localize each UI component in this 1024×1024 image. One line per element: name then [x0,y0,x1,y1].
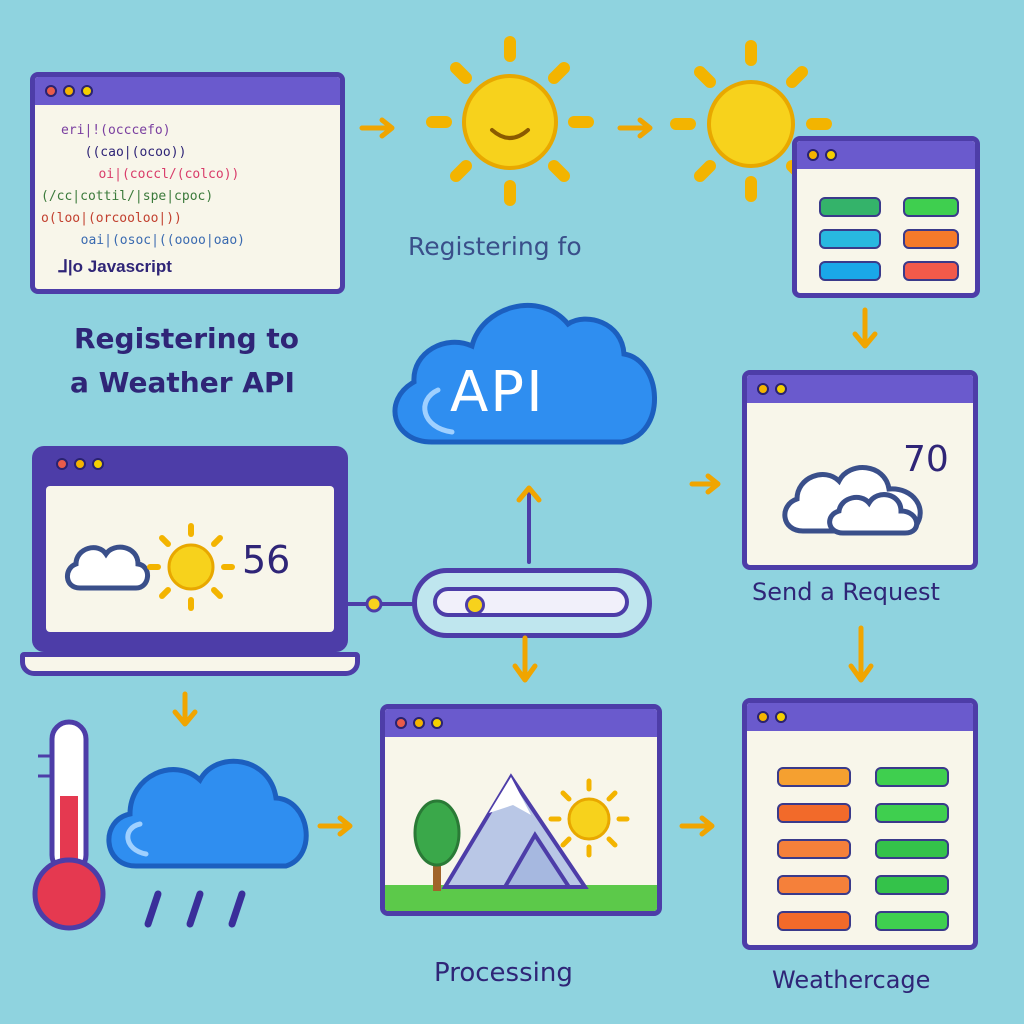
code-line-6: oai|(osoc|((oooo|oao) [65,233,246,248]
arrow-right [317,815,353,837]
close-dot[interactable] [56,458,68,470]
arrow-down [848,625,874,683]
laptop-screen: 56 [32,446,348,652]
list-pill[interactable] [875,767,949,787]
smiling-sun-icon [426,36,594,206]
weather-api-label: a Weather API [70,366,295,399]
laptop: 56 [20,446,360,686]
list-pill[interactable] [777,839,851,859]
send-request-label: Send a Request [752,578,940,606]
arrow-code-to-sun [359,117,395,139]
cloud-icon [782,465,923,536]
list-pill[interactable] [777,875,851,895]
slider-inner [433,587,629,617]
sun-icon [670,40,832,202]
pill-button[interactable] [903,261,959,281]
window-titlebar [32,446,348,470]
code-line-7: ⅃|o Javascript [49,257,172,276]
maximize-dot[interactable] [775,711,787,723]
minimize-dot[interactable] [63,85,75,97]
window-titlebar [747,703,973,731]
list-pill[interactable] [875,875,949,895]
laptop-base [20,652,360,676]
minimize-dot[interactable] [807,149,819,161]
window-titlebar [797,141,975,169]
buttons-window [792,136,980,298]
slider-handle[interactable] [465,595,485,615]
api-label: API [450,360,545,425]
arrow-up [516,485,542,564]
list-pill[interactable] [777,803,851,823]
code-line-3: oi|(coccl/(colco)) [75,167,240,182]
processing-window [380,704,662,916]
processing-label: Processing [434,958,573,988]
maximize-dot[interactable] [775,383,787,395]
slider-track[interactable] [412,568,652,638]
arrow-down [172,691,198,727]
list-pill[interactable] [875,803,949,823]
minimize-dot[interactable] [74,458,86,470]
thermometer-icon [32,719,106,931]
api-cloud-icon [392,302,657,445]
temperature-70: 70 [903,439,949,480]
pill-button[interactable] [819,229,881,249]
maximize-dot[interactable] [92,458,104,470]
laptop-display: 56 [46,486,334,632]
pill-button[interactable] [819,261,881,281]
list-pill[interactable] [777,911,851,931]
code-line-5: o(loo|(orcooloo|)) [41,211,182,226]
pill-button[interactable] [903,229,959,249]
close-dot[interactable] [45,85,57,97]
weather-window: 70 [742,370,978,570]
minimize-dot[interactable] [757,711,769,723]
code-window: eri|!(occcefo) ((cao|(ocoo)) oi|(coccl/(… [30,72,345,294]
arrow-down [512,635,538,683]
window-titlebar [385,709,657,737]
code-line-1: eri|!(occcefo) [61,123,171,138]
list-pill[interactable] [875,911,949,931]
cloud-icon [65,544,150,591]
maximize-dot[interactable] [81,85,93,97]
window-titlebar [35,77,340,105]
arrow-right [679,815,715,837]
sun-icon [147,523,235,611]
rain-cloud-icon [106,758,309,928]
arrow-down [852,307,878,349]
registering-to-label: Registering to [74,322,299,355]
code-block: eri|!(occcefo) ((cao|(ocoo)) oi|(coccl/(… [35,105,340,285]
maximize-dot[interactable] [431,717,443,729]
landscape-illustration [385,773,657,911]
list-pill[interactable] [875,839,949,859]
close-dot[interactable] [395,717,407,729]
pill-button[interactable] [819,197,881,217]
list-pill[interactable] [777,767,851,787]
pill-button[interactable] [903,197,959,217]
code-line-4: (/cc|cottil/|spe|cpoc) [41,189,214,204]
minimize-dot[interactable] [413,717,425,729]
arrow-right [689,473,721,495]
minimize-dot[interactable] [757,383,769,395]
weatherpage-label: Weathercage [772,966,931,994]
connector-line [340,595,420,613]
window-titlebar [747,375,973,403]
temperature-56: 56 [242,538,291,582]
maximize-dot[interactable] [825,149,837,161]
weather-page-window [742,698,978,950]
registering-for-label: Registering fo [408,232,582,261]
code-line-2: ((cao|(ocoo)) [69,145,187,160]
arrow-sun-to-sun [617,117,653,139]
